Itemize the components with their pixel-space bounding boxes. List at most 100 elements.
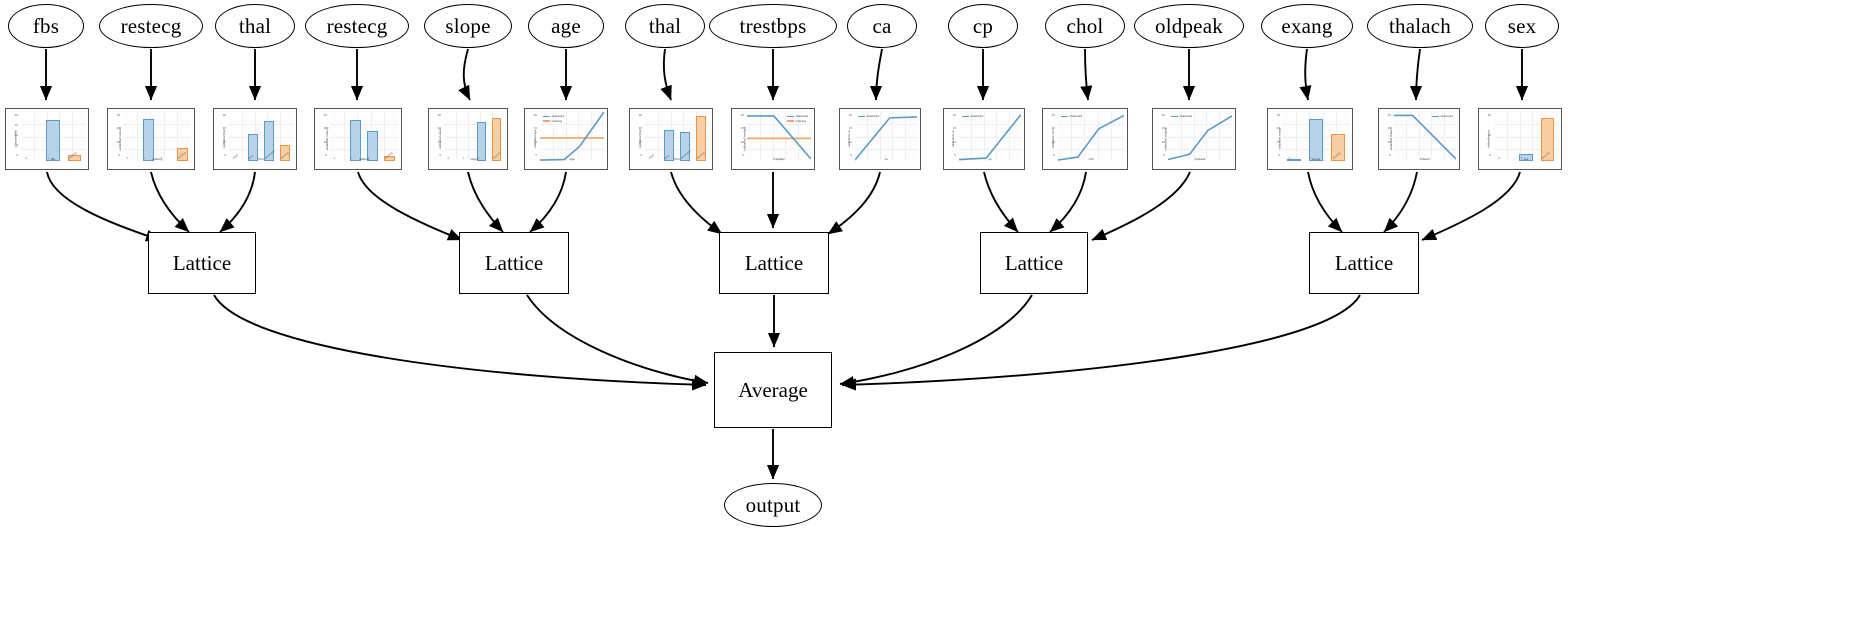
feature-node-cp[interactable]: cp [948,4,1018,48]
legend-item: observed [962,114,983,119]
gridline-horizontal [229,124,293,126]
x-tick-label: 1 [461,156,465,160]
lattice-node-2[interactable]: Lattice [719,232,829,294]
x-axis-title: thal [258,157,264,161]
observed-line [1058,115,1124,160]
plot-legend: observed [1432,114,1453,119]
plot-legend: observed [1171,114,1192,119]
bar-fixd [247,133,259,161]
feature-node-fbs[interactable]: fbs [8,4,84,48]
x-tick-label: areal [231,153,239,160]
feature-node-thal-1[interactable]: thal [215,4,295,48]
gridline-horizontal [123,136,191,138]
y-tick-label: 20 [638,127,642,131]
feature-node-sex[interactable]: sex [1485,4,1559,48]
bar-2 [476,121,487,161]
y-axis-title: calibrated ca [847,130,851,148]
y-axis-title: calibrated restecg [326,127,330,151]
bar-reversible [679,131,691,161]
legend-label: observed [1069,114,1082,118]
y-tick-label: 10 [1487,134,1491,137]
legend-swatch [962,115,969,117]
feature-node-thalach[interactable]: thalach [1367,4,1473,48]
x-tick-label: 0 [25,156,29,160]
observed-line [540,112,604,160]
feature-node-oldpeak[interactable]: oldpeak [1134,4,1244,48]
gridline-horizontal [330,124,398,126]
y-axis-title: calibrated exang [1278,128,1282,150]
lattice-node-0[interactable]: Lattice [148,232,256,294]
feature-node-chol[interactable]: chol [1045,4,1125,48]
y-tick-label: 20 [116,127,120,131]
feature-node-thal-2[interactable]: thal [625,4,705,48]
gridline-horizontal [959,124,1021,126]
legend-label: observed [1440,114,1453,118]
y-tick-label: 10 [1161,140,1165,144]
y-tick-label: 0 [439,154,441,157]
y-axis-title: calibrated age [533,129,537,149]
gridline-horizontal [1168,136,1232,138]
feature-label: fbs [32,13,60,38]
legend-swatch [1061,115,1068,117]
gridline-horizontal [645,148,709,150]
feature-node-ca[interactable]: ca [847,4,917,48]
y-tick-label: 10 [533,140,537,144]
y-tick-label: 30 [638,114,642,117]
lattice-node-1[interactable]: Lattice [459,232,569,294]
feature-node-age[interactable]: age [528,4,604,48]
feature-node-restecg-2[interactable]: restecg [305,4,409,48]
y-tick-label: 15 [14,124,18,127]
feature-node-exang[interactable]: exang [1261,4,1353,48]
bar-1 [46,119,60,161]
y-tick-label: 10 [1051,140,1055,144]
legend-label: observed [1179,114,1192,118]
gridline-horizontal [123,124,191,126]
lattice-node-4[interactable]: Lattice [1309,232,1419,294]
y-tick-label: 0 [118,154,120,157]
feature-node-slope[interactable]: slope [424,4,512,48]
y-tick-label: 15 [1387,127,1391,131]
average-node[interactable]: Average [714,352,832,428]
legend-item: observed [858,114,879,119]
gridline-horizontal [540,136,604,138]
x-axis-title: oldpeak [1194,157,1206,161]
feature-label: thal [648,13,682,38]
x-axis-title: restecg [359,157,369,161]
y-axis-title: calibrated sex [1487,129,1491,149]
lattice-node-3[interactable]: Lattice [980,232,1088,294]
output-node[interactable]: output [724,483,822,527]
y-tick-label: 10 [638,140,642,144]
gridline-horizontal [444,148,504,150]
observed-line [959,114,1021,159]
legend-item: observed [1171,114,1192,119]
y-tick-label: 10 [323,140,327,144]
feature-node-restecg-1[interactable]: restecg [99,4,203,48]
bar-fixd [663,129,675,161]
y-axis-title: calibrated thal [638,129,642,149]
feature-node-trestbps[interactable]: trestbps [709,4,837,48]
feature-label: thalach [1388,13,1452,38]
